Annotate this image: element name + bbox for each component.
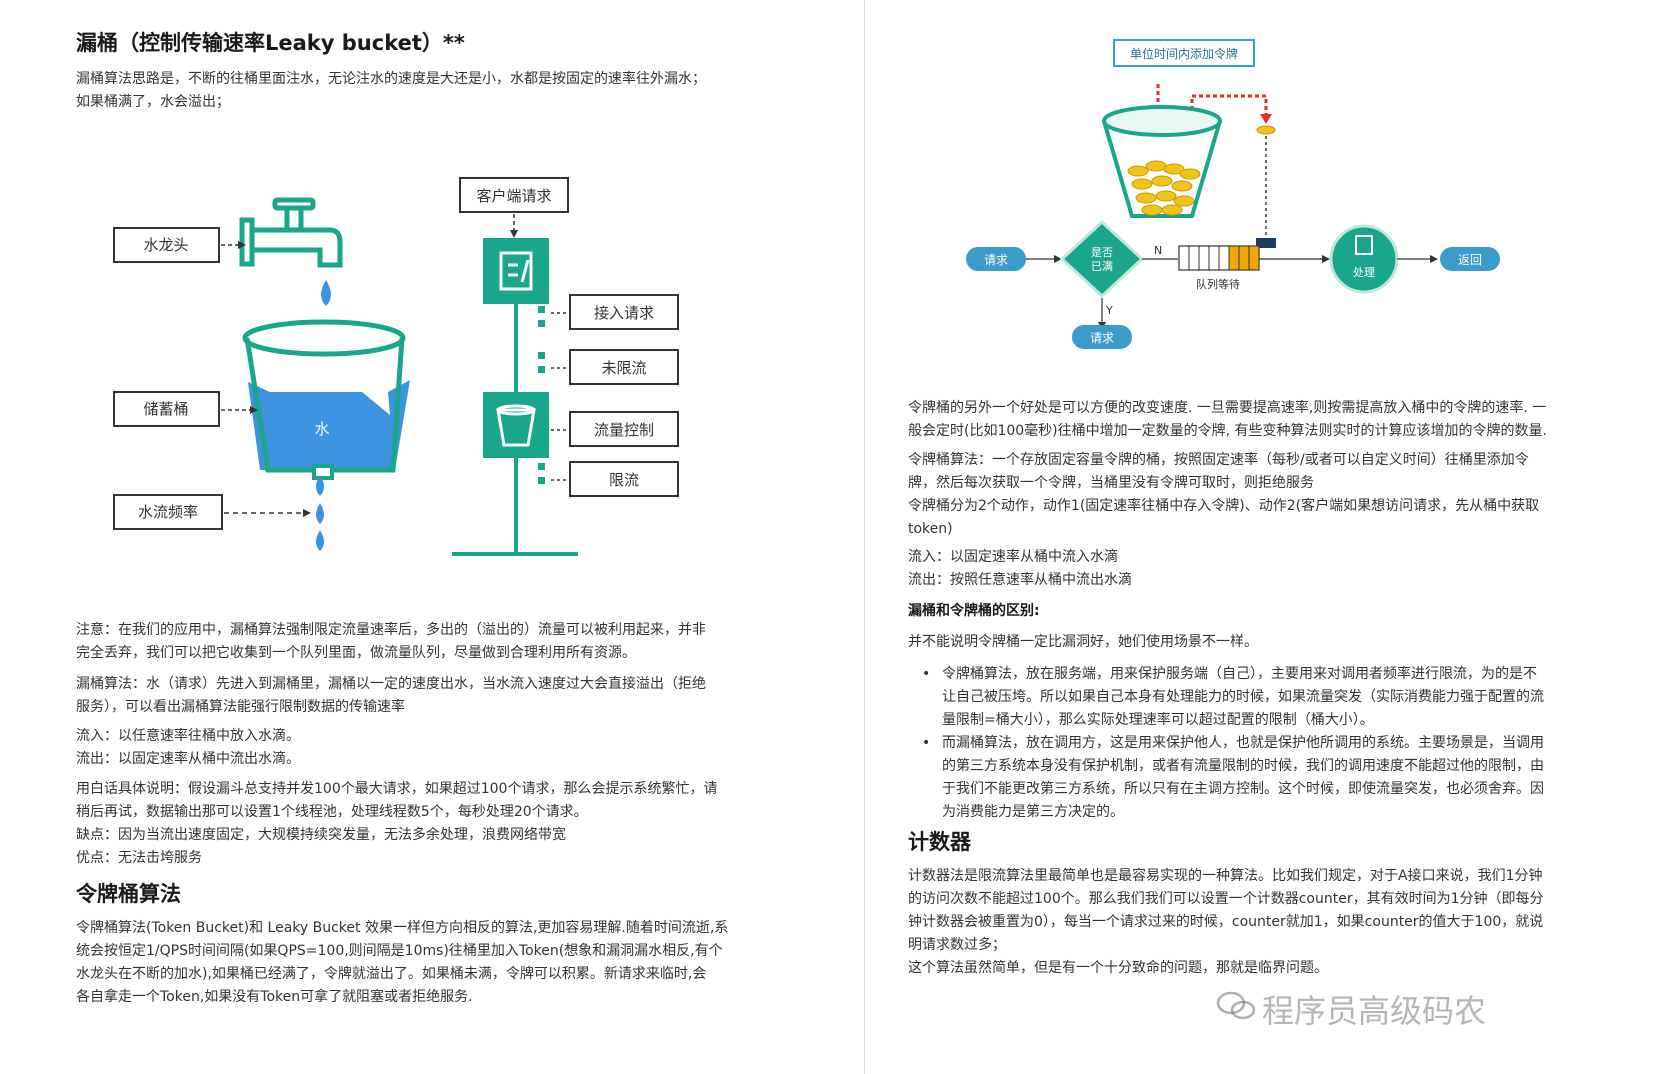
token-coin-icon	[1256, 125, 1276, 135]
note-paragraph: 注意：在我们的应用中，漏桶算法强制限定流量速率后，多出的（溢出的）流量可以被利用…	[76, 622, 706, 661]
token-intro: 令牌桶算法(Token Bucket)和 Leaky Bucket 效果一样但方…	[76, 920, 729, 1005]
diff-title: 漏桶和令牌桶的区别:	[908, 603, 1040, 619]
watermark: 程序员高级码农	[1262, 992, 1487, 1030]
list-item: 而漏桶算法，放在调用方，这是用来保护他人，也就是保护他所调用的系统。主要场景是，…	[908, 732, 1544, 824]
token-flow: 流入：以固定速率从桶中流入水滴流出：按照任意速率从桶中流出水滴	[908, 549, 1132, 588]
svg-text:已满: 已满	[1091, 260, 1113, 273]
token-benefit: 令牌桶的另外一个好处是可以方便的改变速度. 一旦需要提高速率,则按需提高放入桶中…	[908, 400, 1547, 439]
svg-text:Y: Y	[1105, 304, 1113, 317]
token-bucket-title: 令牌桶算法	[76, 882, 181, 906]
list-item: 令牌桶算法，放在服务端，用来保护服务端（自己），主要用来对调用者频率进行限流，为…	[908, 663, 1544, 732]
leaky-intro: 漏桶算法思路是，不断的往桶里面注水，无论注水的速度是大还是小，水都是按固定的速率…	[76, 71, 706, 110]
svg-text:请求: 请求	[984, 253, 1008, 267]
svg-text:处理: 处理	[1353, 266, 1375, 279]
reject-request-node	[1072, 325, 1132, 349]
leaky-bucket-diagram: 水 水龙头 储蓄桶 水流频率 客户端请求	[113, 177, 679, 556]
rate-label: 水流频率	[138, 503, 198, 521]
right-page: 单位时间内添加令牌 请求 是否 已满 N	[866, 0, 1680, 1074]
return-node	[1440, 247, 1500, 271]
request-form-icon	[483, 238, 549, 304]
inflow-paragraph: 流入：以任意速率往桶中放入水滴。流出：以固定速率从桶中流出水滴。	[76, 728, 300, 767]
svg-text:返回: 返回	[1458, 253, 1482, 267]
bucket-control-icon	[483, 392, 549, 458]
tap-label: 水龙头	[143, 236, 188, 254]
counter-text: 计数器法是限流算法里最简单也是最容易实现的一种算法。比如我们规定，对于A接口来说…	[908, 868, 1544, 976]
accept-request-label: 接入请求	[594, 304, 654, 322]
token-bucket-diagram: 单位时间内添加令牌 请求 是否 已满 N	[966, 39, 1500, 349]
token-bucket-icon	[1102, 105, 1222, 218]
full-check-node	[1059, 219, 1145, 299]
diff-intro: 并不能说明令牌桶一定比漏洞好，她们使用场景不一样。	[908, 634, 1258, 650]
algo-paragraph: 漏桶算法：水（请求）先进入到漏桶里，漏桶以一定的速度出水，当水流入速度过大会直接…	[76, 676, 706, 715]
svg-text:N: N	[1154, 244, 1162, 257]
unlimited-label: 未限流	[601, 359, 646, 377]
leaky-bucket-title: 漏桶（控制传输速率Leaky bucket）**	[76, 31, 465, 55]
page-divider	[864, 0, 865, 1074]
svg-text:队列等待: 队列等待	[1196, 277, 1240, 291]
queue-icon	[1178, 245, 1260, 271]
plain-explanation: 用白话具体说明：假设漏斗总支持并发100个最大请求，如果超过100个请求，那么会…	[76, 781, 718, 866]
token-algo: 令牌桶算法：一个存放固定容量令牌的桶，按照固定速率（每秒/或者可以自定义时间）往…	[908, 452, 1540, 537]
client-request-label: 客户端请求	[476, 187, 551, 205]
water-drop-icon	[321, 280, 331, 306]
water-label: 水	[314, 420, 329, 438]
add-token-label: 单位时间内添加令牌	[1130, 46, 1238, 61]
bucket-icon	[242, 319, 410, 480]
counter-title: 计数器	[908, 830, 971, 854]
bucket-label: 储蓄桶	[143, 400, 188, 418]
svg-text:是否: 是否	[1091, 246, 1113, 259]
request-node	[966, 247, 1026, 271]
faucet-icon	[239, 197, 343, 268]
diff-list: 令牌桶算法，放在服务端，用来保护服务端（自己），主要用来对调用者频率进行限流，为…	[908, 663, 1544, 824]
svg-text:请求: 请求	[1090, 331, 1114, 345]
flow-control-label: 流量控制	[594, 421, 654, 439]
limited-label: 限流	[609, 471, 639, 489]
wechat-icon	[1216, 991, 1256, 1020]
left-page: 漏桶（控制传输速率Leaky bucket）** 漏桶算法思路是，不断的往桶里面…	[76, 31, 729, 1005]
